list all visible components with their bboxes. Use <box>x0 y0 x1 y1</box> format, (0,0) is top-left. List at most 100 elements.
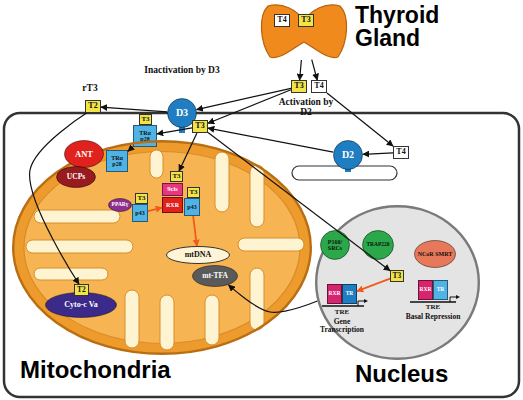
arrow-connector <box>208 133 390 271</box>
corepressor-ellipse: NCoR SMRT <box>414 240 456 268</box>
node-label: T4 <box>277 16 286 24</box>
arrow-connector <box>229 285 318 312</box>
enzyme-circle: Activation by D2D2 <box>333 140 363 170</box>
ligand-box: 9cis <box>162 183 183 196</box>
node-label: P160/ SRCs <box>320 239 350 251</box>
thyroid-gland: Thyroid GlandT4T3 <box>258 2 350 60</box>
node-shape <box>258 2 350 60</box>
receptor-box: TR <box>433 280 448 300</box>
node-shape <box>12 140 312 355</box>
node-outline <box>46 293 117 318</box>
hormone-box: T4 <box>393 146 409 159</box>
node-label: T2 <box>88 102 97 110</box>
transcription-arrow <box>456 295 460 299</box>
arrow-connector <box>179 133 197 171</box>
receptor-box: RXR <box>162 197 183 213</box>
receptor-box: RXR <box>418 280 433 300</box>
hormone-box: T3 <box>390 270 404 282</box>
node-label: TR <box>346 291 354 297</box>
heading-label: Mitochondria <box>20 358 195 382</box>
node-label: T3 <box>301 16 310 24</box>
arrow-connector <box>197 88 291 109</box>
hormone-box: T4 <box>274 14 290 27</box>
node-label: T3 <box>141 116 149 123</box>
protein-ellipse: ANT <box>64 140 104 168</box>
node-label: T4 <box>396 148 405 156</box>
arrow-connector <box>327 93 393 146</box>
node-label: PPARγ <box>112 202 129 208</box>
node-label: T3 <box>172 173 180 180</box>
node-label: T3 <box>137 195 145 202</box>
receptor-box: p43 <box>132 204 148 222</box>
node-label: T3 <box>195 122 204 130</box>
cell-membrane <box>4 113 519 397</box>
hormone-box: T3 <box>139 114 152 125</box>
node-outline <box>13 141 311 354</box>
arrow-connector <box>357 279 390 292</box>
node-outline <box>321 231 350 260</box>
node-outline <box>261 5 346 58</box>
nucleus: NucleusP160/ SRCsTRAP220RXRTRNCoR SMRTRX… <box>315 205 480 360</box>
heading-label: Thyroid Gland <box>355 4 467 50</box>
receptor-box: TR <box>342 284 357 304</box>
hormone-box: T2 <box>85 100 101 113</box>
arrow-connector <box>363 153 393 154</box>
node-label: RXR <box>420 287 432 293</box>
node-outline <box>316 206 479 359</box>
node-label: ANT <box>75 150 93 159</box>
node-label: D3 <box>176 108 188 118</box>
process-label: Basal Repression <box>405 313 461 321</box>
node-label: TRAP220 <box>366 242 389 248</box>
arrow-connector <box>30 113 87 284</box>
transcription-arrow <box>364 299 368 303</box>
node-label: D2 <box>342 150 354 160</box>
node-label: p43 <box>135 210 144 216</box>
node-label: mt-TFA <box>202 272 228 280</box>
node-label: p43 <box>187 204 196 210</box>
product-label: rT3 <box>78 84 102 94</box>
arrow-connector <box>193 216 197 246</box>
dna-ellipse: mtDNA <box>166 246 230 264</box>
node-label: T3 <box>393 272 402 280</box>
hormone-box: T4 <box>311 80 327 93</box>
enzyme-caption: Inactivation by D3 <box>142 66 222 76</box>
arrow-connector <box>312 60 318 80</box>
heading-label: Nucleus <box>355 362 495 386</box>
node-outline <box>109 199 132 212</box>
mitochondrion: MitochondriaANTUCPsTRα p28Cyto-c VaT2PPA… <box>12 140 312 355</box>
node-label: T3 <box>189 189 197 196</box>
node-outline <box>334 141 363 170</box>
node-outline <box>363 231 394 260</box>
hormone-box: T3 <box>192 120 208 133</box>
node-label: RXR <box>329 291 341 297</box>
node-label: 9cis <box>167 186 177 193</box>
receptor-box: RXR <box>327 284 342 304</box>
receptor-box: p43 <box>184 198 200 216</box>
mitochondrion-outer <box>13 141 311 354</box>
process-label: Gene Transcription <box>315 318 369 333</box>
element-label: TRE <box>421 304 445 311</box>
node-outline <box>415 241 456 268</box>
arrow-connector <box>300 60 302 80</box>
node-outline <box>167 247 230 264</box>
node-outline <box>57 167 96 188</box>
hormone-box: T3 <box>298 14 314 27</box>
node-label: T4 <box>314 82 323 90</box>
coactivator-circle: P160/ SRCs <box>320 230 350 260</box>
node-outline <box>65 141 104 168</box>
node-label: UCPs <box>67 173 85 181</box>
coactivator-circle: TRAP220 <box>362 230 394 260</box>
node-label: TR <box>437 287 445 293</box>
hormone-box: T3 <box>291 80 307 93</box>
hormone-box: T2 <box>74 284 89 296</box>
node-label: T2 <box>77 286 86 294</box>
arrow-connector <box>208 90 291 124</box>
node-label: NCoR SMRT <box>418 251 453 257</box>
node-label: T3 <box>294 82 303 90</box>
node-label: TRα p28 <box>107 155 127 167</box>
arrow-connector <box>208 128 333 152</box>
node-label: RXR <box>166 202 179 208</box>
hormone-box: T3 <box>135 193 148 204</box>
